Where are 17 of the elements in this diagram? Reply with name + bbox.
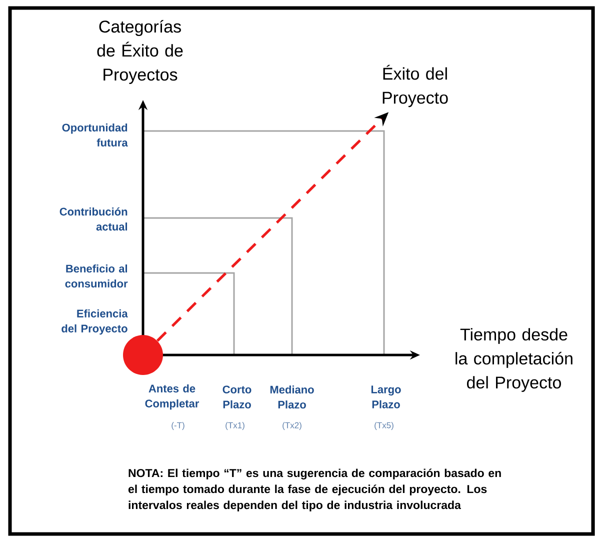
category-label: Contribución actual [60, 207, 128, 231]
end-label: Éxito del Proyecto [382, 64, 448, 108]
time-label: Corto Plazo [222, 386, 252, 408]
axis-title: Categorías de Éxito de Proyectos [97, 20, 183, 84]
category-label: Oportunidad futura [62, 123, 128, 147]
time-label: Mediano Plazo [270, 385, 314, 409]
category-label: Beneficio al consumidor [65, 264, 128, 288]
origin-dot [123, 335, 163, 375]
note-text: NOTA: El tiempo “T” es una sugerencia de comparación basado en el tiempo tomado durante la fase de ejecución del proyecto. Los intervalos reales dependen del tipo de industria involucrada [128, 468, 501, 512]
time-factor: (Tx1) [226, 422, 244, 430]
time-label: Antes de Completar [145, 384, 200, 410]
time-factor: (Tx2) [282, 422, 302, 430]
time-factor: (-T) [172, 422, 184, 430]
category-label: Eficiencia del Proyecto [62, 309, 128, 335]
axis-title: Tiempo desde la completación del Proyecto [456, 328, 572, 392]
time-factor: (Tx5) [374, 422, 394, 430]
time-label: Largo Plazo [371, 386, 401, 408]
